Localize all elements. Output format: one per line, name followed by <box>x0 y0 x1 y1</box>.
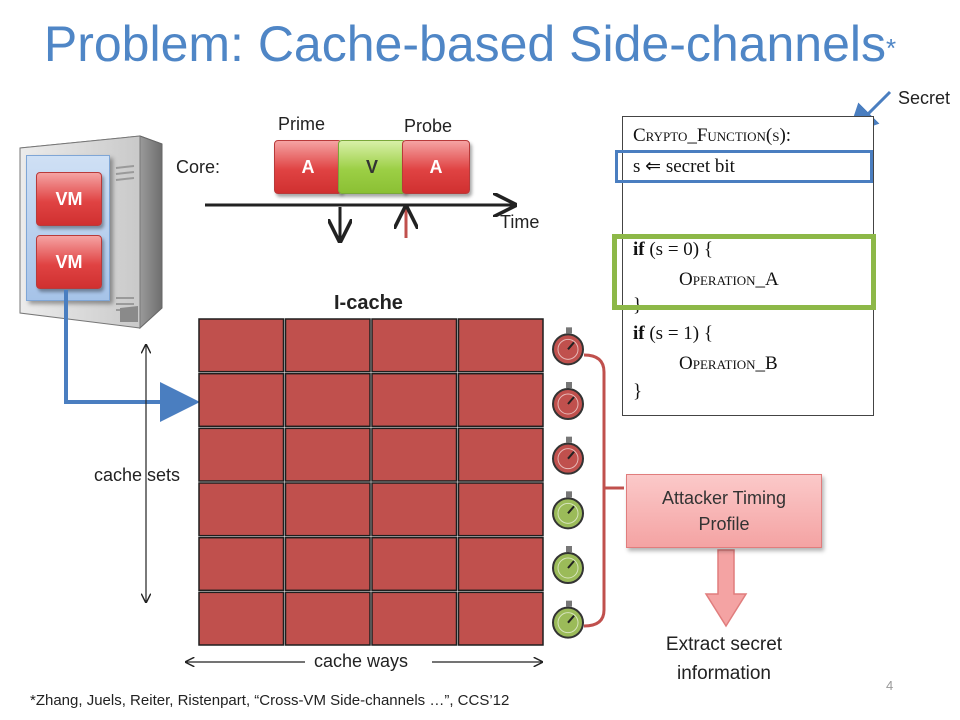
block-label: A <box>429 156 443 177</box>
stopwatch-icon-slow <box>552 327 584 366</box>
stopwatch-icon-fast <box>552 546 584 584</box>
code-var: s <box>633 156 646 177</box>
stopwatch-icon-slow <box>552 382 584 420</box>
cache-line-cell <box>371 536 458 592</box>
block-label: A <box>301 156 315 177</box>
cache-ways-label: cache ways <box>314 651 409 671</box>
code-line-if-1: if (s = 1) { <box>633 323 713 345</box>
cache-line-cell <box>284 591 371 646</box>
timeline-block-attacker-probe: A <box>402 140 470 194</box>
code-line-if-0: if (s = 0) { <box>633 239 713 261</box>
assign-arrow-icon: ⇐ <box>645 156 666 177</box>
time-label: Time <box>500 212 540 232</box>
title-footnote-mark: * <box>886 33 897 63</box>
vm-box-2: VM <box>36 235 102 289</box>
code-line-operation-a: Operation_A <box>679 269 779 290</box>
cache-line-cell <box>457 318 544 373</box>
slide-title: Problem: Cache-based Side-channels* <box>0 14 940 74</box>
cache-line-cell <box>284 318 371 373</box>
page-number: 4 <box>886 678 894 693</box>
code-line-function: Crypto_Function(s): <box>633 125 792 146</box>
cache-line-cell <box>198 482 285 537</box>
block-label: V <box>365 156 378 177</box>
cache-line-cell <box>284 536 371 592</box>
cache-line-cell <box>284 427 371 482</box>
cache-sets-label: cache sets <box>94 465 181 485</box>
cache-line-cell <box>371 482 458 537</box>
stopwatch-icon-slow <box>552 436 584 475</box>
secret-label: Secret <box>898 88 951 108</box>
vm-label: VM <box>55 251 83 272</box>
cache-line-cell <box>457 536 544 592</box>
cache-line-cell <box>284 372 371 428</box>
extract-secret-label: Extract secret information <box>665 634 783 684</box>
code-line-operation-b: Operation_B <box>679 353 778 374</box>
cache-grid <box>198 318 544 646</box>
cache-line-cell <box>198 427 285 482</box>
stopwatch-icon-fast <box>552 600 584 639</box>
code-line-if-1-text: if (s = 1) { <box>633 323 713 344</box>
title-text: Problem: Cache-based Side-channels <box>43 16 886 72</box>
prime-label: Prime <box>278 114 326 134</box>
vm-to-cache-arrow <box>64 290 200 422</box>
footnote-citation: *Zhang, Juels, Reiter, Ristenpart, “Cros… <box>30 692 510 709</box>
cache-line-cell <box>457 372 544 428</box>
vm-label: VM <box>55 188 83 209</box>
code-line-secret-text: s ⇐ secret bit <box>633 156 735 177</box>
cache-line-cell <box>371 372 458 428</box>
keyword-if: if <box>633 239 645 260</box>
code-line-close-2: } <box>633 381 643 402</box>
timeline-block-victim: V <box>338 140 406 194</box>
cache-line-cell <box>198 318 285 373</box>
cache-line-cell <box>457 482 544 537</box>
cache-line-cell <box>371 591 458 646</box>
cache-line-cell <box>457 427 544 482</box>
cache-title: I-cache <box>334 292 403 314</box>
cache-line-cell <box>371 318 458 373</box>
code-box: Crypto_Function(s): s ⇐ secret bit if (s… <box>622 116 874 416</box>
code-line-if-0-text: if (s = 0) { <box>633 239 713 260</box>
timeline-block-attacker-prime: A <box>274 140 342 194</box>
code-line-secret: s ⇐ secret bit <box>633 155 735 178</box>
operation-a-highlight-box <box>612 234 876 310</box>
keyword-if: if <box>633 323 645 344</box>
core-label: Core: <box>176 157 221 177</box>
timer-column <box>552 327 584 639</box>
condition-text: (s = 0) { <box>644 239 713 260</box>
probe-label: Probe <box>404 116 453 136</box>
secret-highlight-box <box>615 150 873 183</box>
vm-box-1: VM <box>36 172 102 226</box>
condition-text: (s = 1) { <box>644 323 713 344</box>
code-value: secret bit <box>665 156 735 177</box>
timing-bracket <box>583 353 606 628</box>
stopwatch-icon-fast <box>552 491 584 530</box>
cache-line-cell <box>198 372 285 428</box>
cache-line-cell <box>284 482 371 537</box>
cache-line-cell <box>198 536 285 592</box>
cache-line-cell <box>198 591 285 646</box>
attacker-timing-profile-box: Attacker Timing Profile <box>626 474 822 548</box>
cache-line-cell <box>457 591 544 646</box>
extract-arrow <box>704 549 748 628</box>
cache-line-cell <box>371 427 458 482</box>
